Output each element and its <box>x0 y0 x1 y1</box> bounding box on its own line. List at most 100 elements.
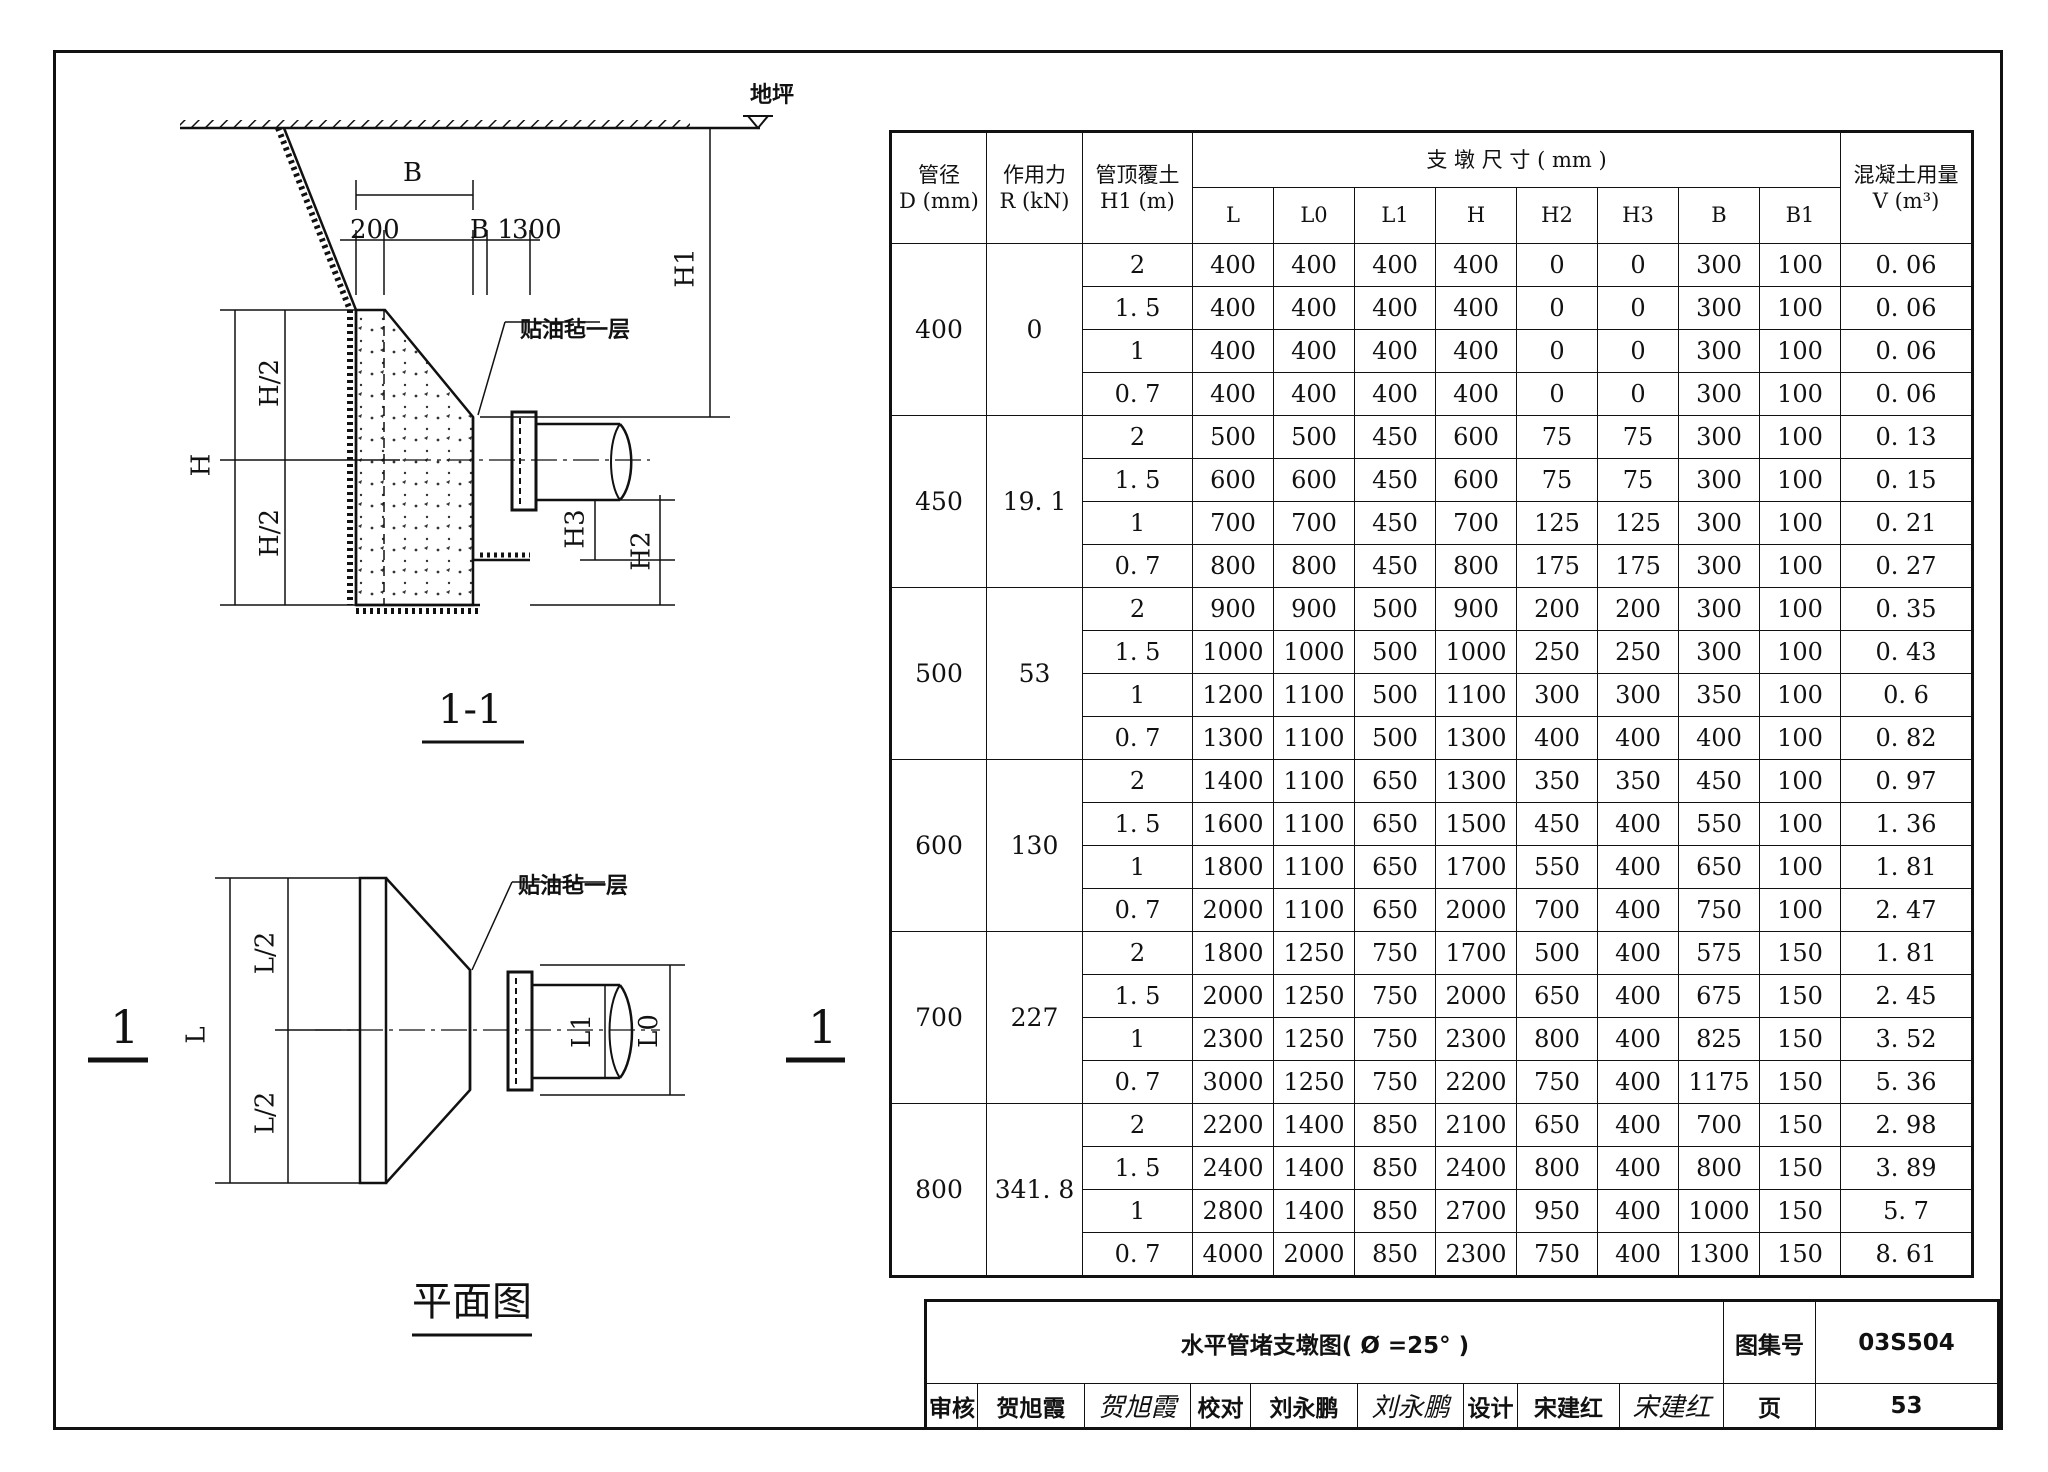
cell-H2: 75 <box>1516 458 1598 502</box>
drawing-area: 地坪 B 200 B 1 300 H1 H H/2 H/2 H3 H2 贴油毡一… <box>60 60 880 1370</box>
cell-L1: 850 <box>1354 1232 1436 1277</box>
cell-H: 1500 <box>1435 802 1517 846</box>
dim-200: 200 <box>350 215 400 245</box>
cell-L1: 450 <box>1354 544 1436 588</box>
cell-H3: 400 <box>1597 1060 1679 1104</box>
section-mark-right: 1 <box>808 1000 838 1054</box>
cell-L: 400 <box>1192 243 1274 287</box>
cell-H2: 750 <box>1516 1060 1598 1104</box>
cell-H3: 75 <box>1597 415 1679 459</box>
cell-B: 1300 <box>1678 1232 1760 1277</box>
cell-L0: 1250 <box>1273 1060 1355 1104</box>
cell-L1: 650 <box>1354 802 1436 846</box>
cell-concrete-volume: 0. 27 <box>1840 544 1974 588</box>
check-label: 校对 <box>1190 1383 1251 1429</box>
cell-H: 800 <box>1435 544 1517 588</box>
cell-H3: 75 <box>1597 458 1679 502</box>
cell-concrete-volume: 0. 06 <box>1840 286 1974 330</box>
cell-L1: 500 <box>1354 673 1436 717</box>
cell-L0: 800 <box>1273 544 1355 588</box>
cell-L1: 750 <box>1354 1017 1436 1061</box>
header-force: 作用力 R (kN) <box>986 131 1083 244</box>
header-concrete-volume-title: 混凝土用量 <box>1853 162 1959 187</box>
header-cover-depth-unit: H1 (m) <box>1100 189 1175 213</box>
cell-force: 227 <box>986 931 1083 1104</box>
cell-H2: 500 <box>1516 931 1598 975</box>
cell-H: 600 <box>1435 415 1517 459</box>
cell-B: 800 <box>1678 1146 1760 1190</box>
cell-H: 400 <box>1435 329 1517 373</box>
cell-H3: 400 <box>1597 716 1679 760</box>
cell-L: 400 <box>1192 329 1274 373</box>
cell-H3: 300 <box>1597 673 1679 717</box>
dim-H3: H3 <box>560 509 591 549</box>
cell-concrete-volume: 1. 36 <box>1840 802 1974 846</box>
cell-L: 2400 <box>1192 1146 1274 1190</box>
header-cover-depth: 管顶覆土 H1 (m) <box>1082 131 1193 244</box>
cell-cover-depth: 1. 5 <box>1082 802 1193 846</box>
plan-dimensions <box>215 877 685 1184</box>
cell-cover-depth: 1. 5 <box>1082 458 1193 502</box>
cell-B: 1175 <box>1678 1060 1760 1104</box>
cell-B: 700 <box>1678 1103 1760 1147</box>
cell-concrete-volume: 1. 81 <box>1840 931 1974 975</box>
cell-L1: 450 <box>1354 501 1436 545</box>
cell-B: 450 <box>1678 759 1760 803</box>
dim-L0: L0 <box>633 1014 664 1048</box>
cell-B1: 100 <box>1758 501 1842 545</box>
cell-pipe-diameter: 400 <box>890 243 987 416</box>
cell-force: 130 <box>986 759 1083 932</box>
cell-cover-depth: 1 <box>1082 329 1193 373</box>
pipe-plan <box>315 970 660 1092</box>
title-block: 水平管堵支墩图( Ø =25° ) 图集号 03S504 审核 贺旭霞 贺旭霞 … <box>924 1299 2000 1430</box>
cell-L0: 1250 <box>1273 974 1355 1018</box>
cell-cover-depth: 2 <box>1082 1103 1193 1147</box>
header-H: H <box>1435 187 1517 244</box>
cell-H: 2000 <box>1435 974 1517 1018</box>
cell-H3: 400 <box>1597 974 1679 1018</box>
cell-B: 575 <box>1678 931 1760 975</box>
cell-concrete-volume: 0. 97 <box>1840 759 1974 803</box>
cell-B1: 150 <box>1758 1189 1842 1233</box>
cell-L: 1600 <box>1192 802 1274 846</box>
cell-L: 800 <box>1192 544 1274 588</box>
ground-label: 地坪 <box>750 82 795 108</box>
dim-L-half-top: L/2 <box>250 931 281 975</box>
cell-L1: 400 <box>1354 243 1436 287</box>
cell-L: 400 <box>1192 372 1274 416</box>
dim-B1: B 1 <box>470 215 514 245</box>
cell-L0: 700 <box>1273 501 1355 545</box>
cell-B: 350 <box>1678 673 1760 717</box>
cell-L1: 650 <box>1354 888 1436 932</box>
coating-leader-plan <box>471 881 513 971</box>
ground-line <box>180 115 773 130</box>
cell-L1: 400 <box>1354 329 1436 373</box>
cell-B: 300 <box>1678 501 1760 545</box>
cell-cover-depth: 1 <box>1082 845 1193 889</box>
cell-H: 2300 <box>1435 1017 1517 1061</box>
cell-H: 400 <box>1435 243 1517 287</box>
cell-cover-depth: 2 <box>1082 587 1193 631</box>
coating-note-plan: 贴油毡一层 <box>518 874 629 899</box>
cell-L1: 850 <box>1354 1103 1436 1147</box>
header-L0: L0 <box>1273 187 1355 244</box>
header-cover-depth-title: 管顶覆土 <box>1095 162 1180 187</box>
thrust-block-dimension-table: 管径 D (mm) 作用力 R (kN) 管顶覆土 H1 (m) 支 墩 尺 寸… <box>889 130 1975 1278</box>
cell-L0: 500 <box>1273 415 1355 459</box>
header-block-dimensions: 支 墩 尺 寸 ( mm ) <box>1191 131 1842 188</box>
cell-cover-depth: 0. 7 <box>1082 372 1193 416</box>
cell-L1: 750 <box>1354 931 1436 975</box>
cell-H: 2300 <box>1435 1232 1517 1277</box>
cell-H2: 200 <box>1516 587 1598 631</box>
cell-force: 19. 1 <box>986 415 1083 588</box>
cell-B1: 150 <box>1758 1017 1842 1061</box>
dim-H-half-top: H/2 <box>254 359 285 407</box>
dim-L: L <box>181 1026 212 1044</box>
coating-note-section: 贴油毡一层 <box>520 318 631 343</box>
cell-B1: 100 <box>1758 630 1842 674</box>
cell-B: 300 <box>1678 630 1760 674</box>
